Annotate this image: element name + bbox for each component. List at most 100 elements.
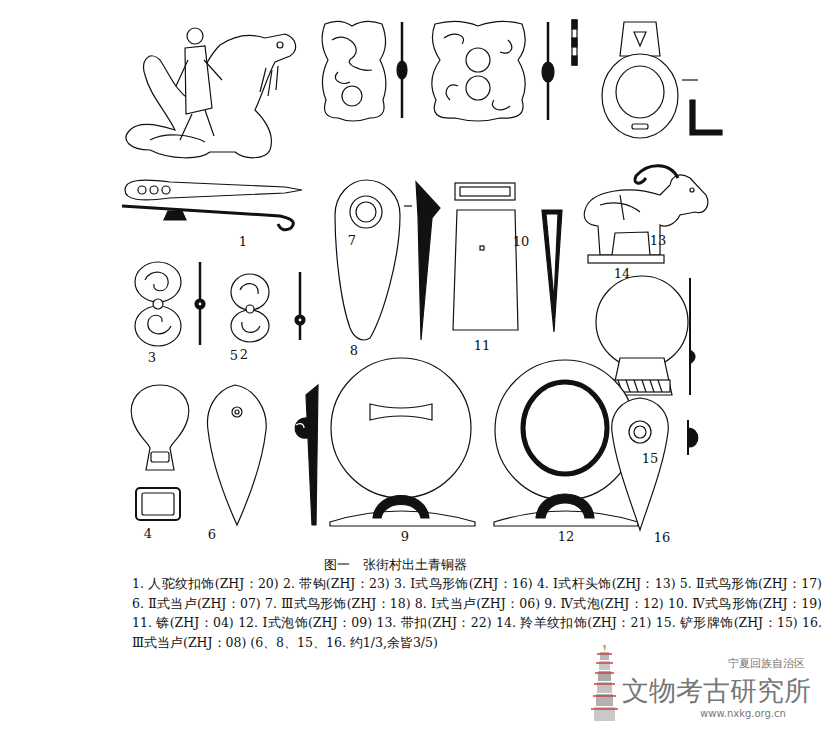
belt-hook — [122, 206, 293, 230]
callout-number: 3 — [148, 351, 156, 364]
frontlet-3 — [688, 428, 698, 447]
scale-bar — [572, 38, 577, 47]
pole-finial — [142, 493, 174, 515]
frontlet-1 — [335, 180, 440, 340]
frontlet-3 — [629, 421, 651, 443]
spade-plaque — [618, 380, 662, 392]
belt-hook — [122, 180, 302, 230]
camel-rider-plaque — [126, 34, 296, 158]
callout-number: 7 — [348, 234, 356, 247]
bird-ornament-1 — [198, 302, 202, 306]
spade-plaque — [596, 276, 688, 368]
spade-plaque — [690, 350, 695, 364]
camel-rider-plaque — [187, 28, 203, 44]
camel-rider-plaque — [185, 46, 212, 114]
adze — [455, 183, 515, 200]
bird-ornament-2 — [246, 305, 254, 313]
bird-ornament-2 — [231, 310, 269, 342]
boss-4 — [330, 511, 475, 526]
frontlet-2 — [296, 424, 304, 428]
scale-bar — [572, 56, 577, 65]
callout-number: 14 — [614, 267, 631, 280]
bird-ornament-4 — [444, 34, 512, 110]
scale-bar — [572, 20, 577, 65]
frontlet-2 — [207, 385, 318, 525]
bird-ornament-1 — [145, 272, 171, 334]
camel-rider-plaque — [176, 60, 222, 86]
antelope-plaque — [635, 166, 678, 183]
frontlet-3 — [612, 398, 698, 530]
bird-ornament-1 — [135, 262, 181, 302]
buckle — [690, 100, 722, 135]
bird-ornament-4 — [542, 62, 554, 82]
buckle — [632, 124, 648, 129]
frontlet-1 — [404, 205, 412, 206]
callout-number: 9 — [401, 530, 409, 543]
callout-number: 10 — [513, 235, 530, 248]
adze — [542, 210, 562, 332]
adze — [453, 210, 518, 330]
frontlet-1 — [416, 182, 440, 340]
frontlet-2 — [207, 385, 266, 525]
frontlet-3 — [634, 426, 646, 438]
boss-4 — [331, 358, 471, 498]
pagoda-logo — [591, 645, 618, 721]
bird-ornament-2 — [299, 272, 302, 340]
callout-number: 2 — [240, 348, 248, 361]
bird-ornament-4 — [432, 21, 554, 121]
pole-finial — [151, 452, 169, 462]
bird-ornament-3 — [342, 86, 362, 106]
pole-finial — [131, 385, 189, 520]
frontlet-2 — [235, 410, 239, 414]
antelope-plaque — [584, 166, 708, 263]
adze — [546, 214, 558, 300]
watermark-text: www.nxkg.org.cn — [700, 709, 786, 719]
pole-finial — [136, 488, 180, 520]
buckle — [616, 66, 664, 118]
camel-rider-plaque — [150, 135, 205, 142]
buckle — [602, 54, 678, 138]
belt-hook — [162, 186, 170, 194]
callout-number: 11 — [474, 339, 491, 352]
antelope-plaque — [600, 195, 640, 220]
watermark-text: 宁夏回族自治区 — [728, 658, 805, 669]
callout-number: 16 — [654, 531, 671, 544]
camel-rider-plaque — [260, 66, 278, 96]
watermark-text: 文物考古研究所 — [622, 677, 811, 704]
callout-number: 12 — [558, 530, 575, 543]
adze — [480, 246, 484, 250]
scale-bar — [572, 20, 577, 65]
belt-hook — [150, 186, 158, 194]
boss-1 — [523, 382, 607, 474]
bird-ornament-1 — [153, 299, 163, 309]
callout-number: 1 — [239, 235, 247, 248]
callout-number: 6 — [208, 528, 216, 541]
boss-4 — [373, 496, 429, 519]
frontlet-2 — [295, 418, 308, 438]
pagoda-logo — [591, 654, 618, 709]
bird-ornament-1 — [199, 262, 202, 345]
pole-finial — [131, 385, 189, 470]
belt-hook — [138, 186, 146, 194]
antelope-plaque — [690, 188, 694, 192]
bird-ornament-2 — [298, 318, 302, 322]
frontlet-1 — [356, 202, 376, 222]
figure-title: 图一 张街村出土青铜器 — [195, 556, 595, 574]
antelope-plaque — [588, 255, 664, 263]
adze — [460, 187, 510, 196]
buckle — [682, 79, 698, 80]
callout-number: 15 — [642, 452, 659, 465]
boss-4 — [370, 404, 432, 420]
frontlet-2 — [306, 385, 318, 525]
frontlet-1 — [335, 180, 400, 340]
bird-ornament-4 — [466, 48, 490, 72]
figure-caption: 1. 人驼纹扣饰(ZHJ：20) 2. 带钩(ZHJ：23) 3. Ⅰ式鸟形饰(… — [132, 574, 822, 652]
buckle — [602, 22, 722, 138]
adze — [453, 183, 562, 332]
bird-ornament-1 — [195, 299, 205, 309]
buckle — [620, 22, 660, 56]
frontlet-1 — [350, 196, 382, 228]
scale-bar — [572, 20, 577, 29]
spade-plaque — [689, 278, 691, 395]
bird-ornament-2 — [295, 315, 305, 325]
